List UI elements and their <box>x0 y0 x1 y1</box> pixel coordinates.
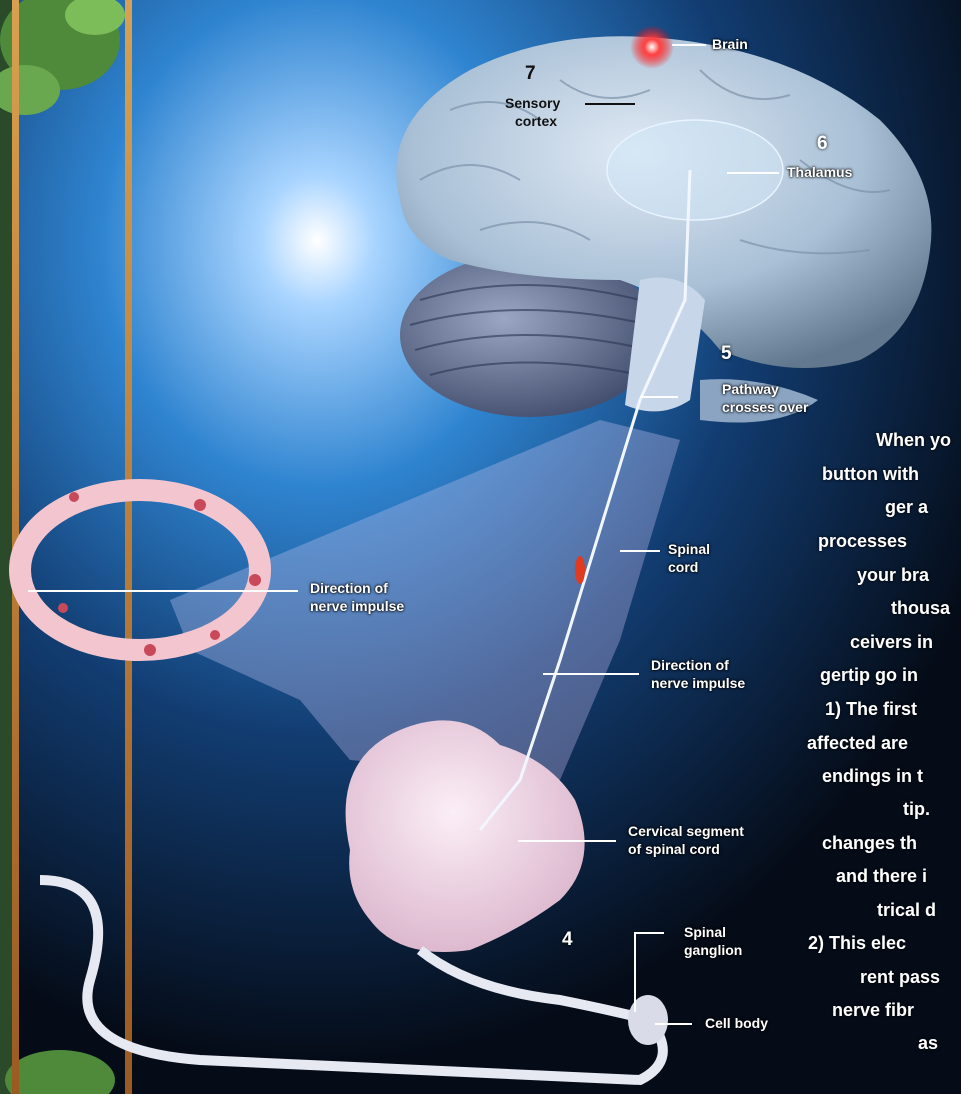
step-7-number: 7 <box>525 63 536 85</box>
sidebar-line: 2) This elec <box>808 933 906 954</box>
impulse-marker <box>575 556 585 584</box>
sidebar-line: trical d <box>877 900 936 921</box>
thalamus-leader <box>727 172 779 174</box>
direction-right-leader <box>543 673 639 675</box>
sidebar-line: button with <box>822 464 919 485</box>
spinal-cord-leader <box>620 550 660 552</box>
cervical-label-line1: Cervical segment <box>628 823 744 840</box>
sensory-cortex-label-line2: cortex <box>515 113 557 130</box>
direction-left-leader <box>28 590 298 592</box>
sidebar-line: gertip go in <box>820 665 918 686</box>
step-5-number: 5 <box>721 343 732 365</box>
cervical-leader <box>518 840 616 842</box>
sidebar-line: ger a <box>885 497 928 518</box>
sidebar-line: endings in t <box>822 766 923 787</box>
sidebar-line: your bra <box>857 565 929 586</box>
thalamus-label: Thalamus <box>787 164 852 181</box>
pathway-leader <box>640 396 678 398</box>
brain-leader <box>672 44 706 46</box>
pathway-label-line2: crosses over <box>722 399 808 416</box>
ganglion-leader-h <box>634 932 664 934</box>
pathway-label-line1: Pathway <box>722 381 779 398</box>
right-rope <box>125 0 132 1094</box>
sensory-cortex-leader <box>585 103 635 105</box>
spinal-cord-label-line2: cord <box>668 559 698 576</box>
thalamus-region <box>607 120 783 220</box>
sidebar-line: When yo <box>876 430 951 451</box>
sidebar-line: processes <box>818 531 907 552</box>
sidebar-line: changes th <box>822 833 917 854</box>
sidebar-line: 1) The first <box>825 699 917 720</box>
brain-signal-dot <box>630 25 674 69</box>
spinal-cord-label-line1: Spinal <box>668 541 710 558</box>
step-4-number: 4 <box>562 929 573 951</box>
sidebar-line: tip. <box>903 799 930 820</box>
direction-right-label-line2: nerve impulse <box>651 675 745 692</box>
sensory-cortex-label-line1: Sensory <box>505 95 560 112</box>
ganglion-label-line2: ganglion <box>684 942 742 959</box>
sidebar-line: rent pass <box>860 967 940 988</box>
ganglion-leader-v <box>634 932 636 1012</box>
cell-body-label: Cell body <box>705 1015 768 1032</box>
cervical-label-line2: of spinal cord <box>628 841 720 858</box>
sidebar-line: affected are <box>807 733 908 754</box>
sidebar-line: thousa <box>891 598 950 619</box>
sidebar-line: nerve fibr <box>832 1000 914 1021</box>
brain-label: Brain <box>712 36 748 53</box>
step-6-number: 6 <box>817 133 828 155</box>
ganglion-label-line1: Spinal <box>684 924 726 941</box>
direction-right-label-line1: Direction of <box>651 657 729 674</box>
sidebar-line: and there i <box>836 866 927 887</box>
sidebar-line: as <box>918 1033 938 1054</box>
direction-left-label-line2: nerve impulse <box>310 598 404 615</box>
cell-body-leader <box>655 1023 692 1025</box>
direction-left-label-line1: Direction of <box>310 580 388 597</box>
sidebar-line: ceivers in <box>850 632 933 653</box>
